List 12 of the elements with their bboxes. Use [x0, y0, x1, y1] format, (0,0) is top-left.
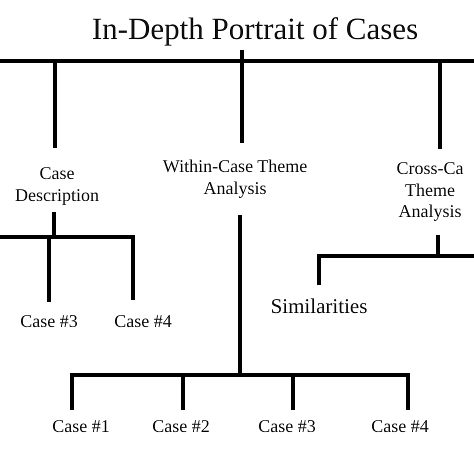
branch-label: Case #3 [19, 311, 79, 333]
branch-label: Cross-Ca Theme Analysis [396, 158, 464, 223]
branch-label: Similarities [270, 294, 368, 320]
branch-label: Case #2 [151, 416, 211, 438]
branch-label: Case #1 [51, 416, 111, 438]
branch-label: Case #3 [257, 416, 317, 438]
connector-line [238, 215, 410, 410]
branch-label: Within-Case Theme Analysis [162, 156, 308, 200]
branch-label: Case Description [14, 163, 100, 206]
root-heading: In-Depth Portrait of Cases [90, 10, 420, 48]
branch-label: Case #4 [113, 311, 173, 333]
branch-label: Case #4 [370, 416, 430, 438]
